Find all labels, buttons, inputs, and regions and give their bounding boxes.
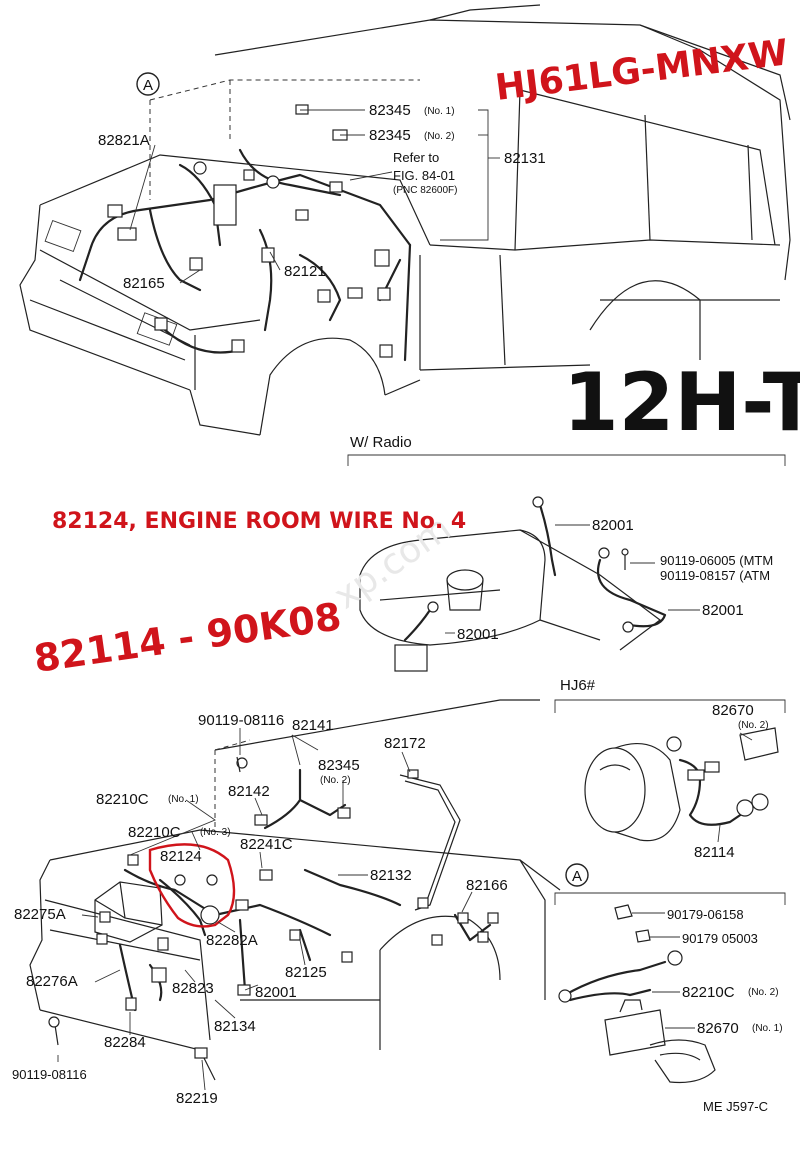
highlight-82124-loop: [148, 843, 236, 928]
label-bolt-atm: 90119-08157 (ATM: [660, 568, 770, 583]
label-82210c-no1-note: (No. 1): [168, 794, 199, 805]
label-82821a: 82821A: [98, 132, 150, 149]
ref-a-top-label: A: [143, 77, 153, 94]
leader-82670-no2: [739, 732, 753, 741]
label-82210c-no3-note: (No. 3): [200, 827, 231, 838]
model-code-overlay: HJ61LG-MNXW: [493, 32, 790, 109]
label-82131: 82131: [504, 150, 546, 167]
label-82345-no2-note: (No. 2): [424, 131, 455, 142]
label-82121: 82121: [284, 263, 326, 280]
label-82284: 82284: [104, 1034, 146, 1051]
leader-82114: [717, 824, 721, 843]
label-82210c-no2: 82210C: [682, 984, 735, 1001]
label-82001-a: 82001: [592, 517, 634, 534]
diagram-code: ME J597-C: [703, 1099, 768, 1114]
label-82345-bottom-note: (No. 2): [320, 775, 351, 786]
label-82001-b: 82001: [702, 602, 744, 619]
w-radio-bracket: [347, 454, 786, 466]
label-82114: 82114: [694, 844, 735, 861]
label-82345-no1-note: (No. 1): [424, 106, 455, 117]
label-82166: 82166: [466, 877, 508, 894]
w-radio-label: W/ Radio: [350, 434, 412, 451]
bottom-harness: [48, 756, 499, 1059]
label-82282a: 82282A: [206, 932, 258, 949]
label-bolt-top: 90119-08116: [198, 712, 284, 729]
label-82210c-no1: 82210C: [96, 791, 149, 808]
label-82345-no1: 82345: [369, 102, 411, 119]
reference-a-top: [136, 72, 160, 96]
top-vehicle-drawing: [19, 4, 791, 436]
label-82345-no2: 82345: [369, 127, 411, 144]
label-82001-c: 82001: [457, 626, 499, 643]
connector-82821a: [117, 227, 137, 241]
label-pnc: (PNC 82600F): [393, 185, 457, 196]
label-fig-ref: FIG. 84-01: [393, 168, 455, 183]
ref-a-inset-label: A: [572, 868, 582, 885]
inset-a-bracket: [554, 892, 786, 905]
label-refer-to: Refer to: [393, 150, 439, 165]
label-82345-bottom: 82345: [318, 757, 360, 774]
radio-engine-drawing: [359, 496, 667, 672]
engine-code-overlay: 12H-T: [563, 356, 800, 449]
reference-a-inset: [565, 863, 589, 887]
relay-block: [213, 184, 237, 226]
label-82134: 82134: [214, 1018, 256, 1035]
label-82124: 82124: [160, 848, 202, 865]
label-90179-06158: 90179-06158: [667, 907, 744, 922]
part-title-overlay: 82124, ENGINE ROOM WIRE No. 4: [52, 509, 466, 534]
bottom-vehicle-drawing: [29, 699, 561, 1081]
part-number-overlay: 82114 - 90K08: [31, 594, 344, 681]
label-90179-05003: 90179 05003: [682, 931, 758, 946]
label-82132: 82132: [370, 867, 412, 884]
label-82275a: 82275A: [14, 906, 66, 923]
label-82001-bottom: 82001: [255, 984, 297, 1001]
label-82241c: 82241C: [240, 836, 293, 853]
inset-a-drawing: [558, 904, 716, 1084]
label-82670-no2: 82670: [712, 702, 754, 719]
label-82142: 82142: [228, 783, 270, 800]
label-82210c-no2-note: (No. 2): [748, 987, 779, 998]
bottom-leader-lines: [57, 728, 473, 1091]
label-82670-no1: 82670: [697, 1020, 739, 1037]
label-bolt-bottom: 90119-08116: [12, 1067, 87, 1082]
label-82670-no2-note: (No. 2): [738, 720, 769, 731]
label-82670-no1-note: (No. 1): [752, 1023, 783, 1034]
hj6-bracket: [554, 699, 786, 713]
top-leader-lines: [129, 109, 500, 284]
label-82125: 82125: [285, 964, 327, 981]
alternator-drawing: [584, 727, 779, 842]
label-82276a: 82276A: [26, 973, 78, 990]
label-82141: 82141: [292, 717, 334, 734]
label-82823: 82823: [172, 980, 214, 997]
label-82172: 82172: [384, 735, 426, 752]
hj6-label: HJ6#: [560, 677, 596, 694]
label-82165: 82165: [123, 275, 165, 292]
label-82219: 82219: [176, 1090, 218, 1107]
label-bolt-mtm: 90119-06005 (MTM: [660, 553, 773, 568]
label-82210c-no3: 82210C: [128, 824, 181, 841]
